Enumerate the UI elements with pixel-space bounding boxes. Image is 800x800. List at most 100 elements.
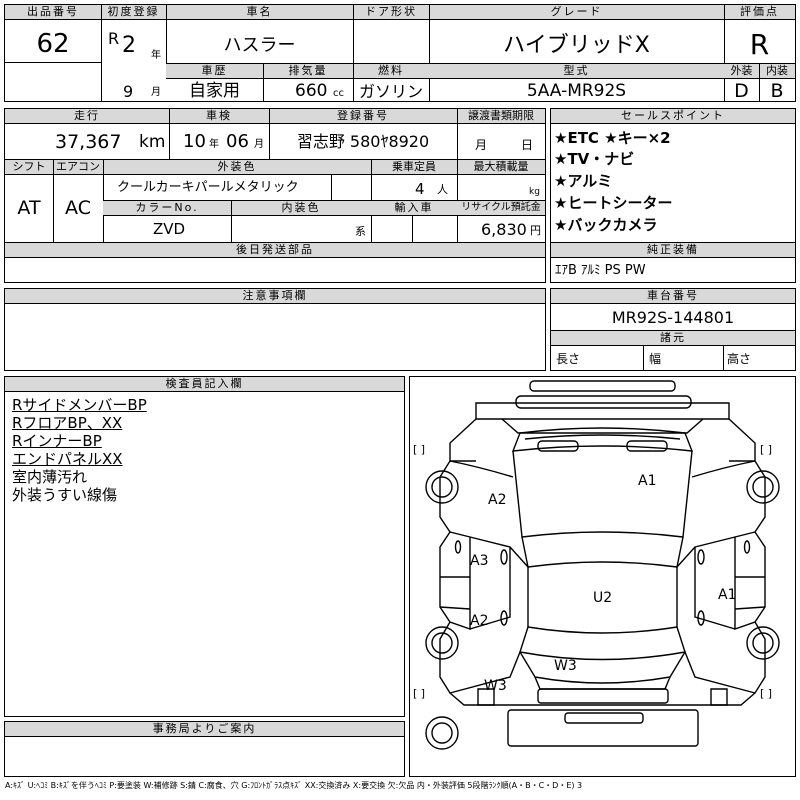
int-color-unit: 系: [355, 225, 366, 238]
shift-value: AT: [17, 197, 41, 219]
model-type-header: 型式: [429, 64, 724, 79]
grade-value: ハイブリッドX: [503, 33, 650, 58]
sales-point-item: ★ETC ★キー×2: [554, 129, 671, 147]
chassis-number: MR92S-144801: [611, 308, 735, 327]
interior-header: 内装: [759, 64, 795, 79]
office-block: 事務局よりご案内: [4, 721, 405, 777]
fuel-value: ガソリン: [358, 82, 423, 101]
options-header: 純正装備: [551, 243, 795, 258]
exterior-grade-value: D: [734, 80, 749, 102]
inspector-note: 外装うすい線傷: [12, 486, 118, 504]
recycle-unit: 円: [530, 224, 541, 237]
first-reg-year: 2: [122, 33, 136, 58]
displacement-header: 排気量: [263, 64, 353, 79]
transfer-month-label: 月: [475, 138, 488, 152]
inspector-note: RサイドメンバーBP: [12, 396, 147, 414]
sales-points-header: セールスポイント: [551, 109, 795, 124]
exterior-header: 外装: [724, 64, 759, 79]
int-color-header: 内装色: [231, 201, 371, 216]
damage-map: A1 A2 A3 A2 U2 A1 W3 W3 [ ] [ ] [ ] [ ]: [409, 376, 796, 777]
inspection-year: 10: [183, 131, 206, 152]
bracket-marker: [ ]: [413, 687, 425, 700]
car-name: ハスラー: [223, 35, 296, 56]
inspector-note: 室内薄汚れ: [12, 468, 88, 486]
header-block: 出品番号 初度登録 車名 ドア形状 グレード 評価点 62 R 2 年 ハスラー…: [4, 4, 796, 102]
capacity-unit: 人: [437, 183, 448, 196]
import-header: 輸入車: [371, 201, 457, 216]
spec-height: 高さ: [727, 352, 752, 366]
damage-mark: A1: [638, 473, 656, 489]
bracket-marker: [ ]: [413, 443, 425, 456]
mileage-unit: km: [139, 132, 166, 152]
notes-header: 注意事項欄: [5, 289, 545, 304]
fuel-header: 燃料: [353, 64, 429, 79]
legend-text: A:ｷｽﾞ U:ﾍｺﾐ B:ｷｽﾞを伴うﾍｺﾐ P:要塗装 W:補修跡 S:錆 …: [5, 781, 583, 790]
options-value: ｴｱB ｱﾙﾐ PS PW: [555, 263, 646, 278]
mileage-header: 走行: [5, 109, 169, 124]
aircon-header: エアコン: [53, 160, 103, 175]
bracket-marker: [ ]: [760, 687, 772, 700]
car-name-header: 車名: [166, 5, 353, 20]
lot-no-header: 出品番号: [5, 5, 101, 20]
aircon-value: AC: [65, 197, 91, 219]
damage-mark: W3: [554, 658, 577, 674]
displacement-unit: cc: [333, 88, 344, 99]
inspector-notes-list: RサイドメンバーBP RフロアBP、XX RインナーBP エンドパネルXX 室内…: [12, 396, 402, 516]
recycle-value: 6,830: [481, 220, 527, 239]
inspector-note: RインナーBP: [12, 432, 102, 450]
first-reg-month-unit: 月: [151, 87, 161, 98]
damage-mark: A2: [470, 613, 488, 629]
bracket-marker: [ ]: [760, 443, 772, 456]
sales-point-item: ★TV・ナビ: [554, 150, 635, 168]
chassis-block: 車台番号 MR92S-144801 諸元 長さ 幅 高さ: [550, 288, 796, 371]
specs-header: 諸元: [551, 331, 795, 346]
max-load-unit: kg: [529, 187, 540, 197]
first-reg-year-unit: 年: [151, 50, 161, 61]
notes-block: 注意事項欄: [4, 288, 546, 371]
inspector-header: 検査員記入欄: [5, 377, 404, 392]
sales-points-block: セールスポイント ★ETC ★キー×2 ★TV・ナビ ★アルミ ★ヒートシーター…: [550, 108, 796, 283]
inspection-year-unit: 年: [209, 139, 219, 150]
car-diagram: A1 A2 A3 A2 U2 A1 W3 W3 [ ] [ ] [ ] [ ]: [413, 380, 780, 750]
inspector-note: RフロアBP、XX: [12, 414, 123, 432]
score-value: R: [749, 28, 770, 61]
first-reg-header: 初度登録: [101, 5, 166, 20]
spec-length: 長さ: [556, 352, 581, 366]
door-type-header: ドア形状: [353, 5, 429, 20]
inspector-block: 検査員記入欄 RサイドメンバーBP RフロアBP、XX RインナーBP エンドパ…: [4, 376, 405, 717]
reg-no-header: 登録番号: [269, 109, 457, 124]
damage-mark: U2: [593, 590, 612, 606]
grade-header: グレード: [429, 5, 724, 20]
first-reg-era: R: [108, 29, 120, 48]
damage-mark: A3: [470, 553, 488, 569]
inspection-month: 06: [226, 131, 249, 152]
inspection-header: 車検: [169, 109, 269, 124]
lot-number: 62: [36, 29, 70, 59]
first-reg-month: 9: [123, 82, 134, 101]
reg-no-value: 習志野 580ﾔ8920: [296, 132, 430, 151]
later-parts-header: 後日発送部品: [5, 243, 545, 258]
interior-grade-value: B: [770, 80, 784, 102]
inspector-note: エンドパネルXX: [12, 450, 123, 468]
score-header: 評価点: [724, 5, 795, 20]
ext-color-header: 外装色: [103, 160, 371, 175]
shift-header: シフト: [5, 160, 53, 175]
damage-mark: A2: [488, 492, 506, 508]
damage-mark: A1: [718, 587, 736, 603]
details-block: 走行 車検 登録番号 譲渡書類期限 37,367 km 10 年 06 月 習志…: [4, 108, 546, 283]
spec-width: 幅: [649, 352, 662, 366]
sales-point-item: ★バックカメラ: [554, 216, 658, 234]
transfer-doc-header: 譲渡書類期限: [457, 109, 545, 124]
mileage-value: 37,367: [55, 131, 122, 153]
color-no-header: カラーNo.: [103, 201, 231, 216]
chassis-header: 車台番号: [551, 289, 795, 304]
history-header: 車歴: [166, 64, 263, 79]
office-header: 事務局よりご案内: [5, 722, 404, 737]
capacity-header: 乗車定員: [371, 160, 457, 175]
recycle-header: リサイクル預託金: [457, 201, 545, 216]
model-type-value: 5AA-MR92S: [526, 81, 627, 101]
sales-point-item: ★アルミ: [554, 172, 613, 190]
ext-color-value: クールカーキパールメタリック: [117, 180, 299, 195]
displacement-value: 660: [295, 81, 328, 101]
inspection-month-unit: 月: [254, 139, 264, 150]
